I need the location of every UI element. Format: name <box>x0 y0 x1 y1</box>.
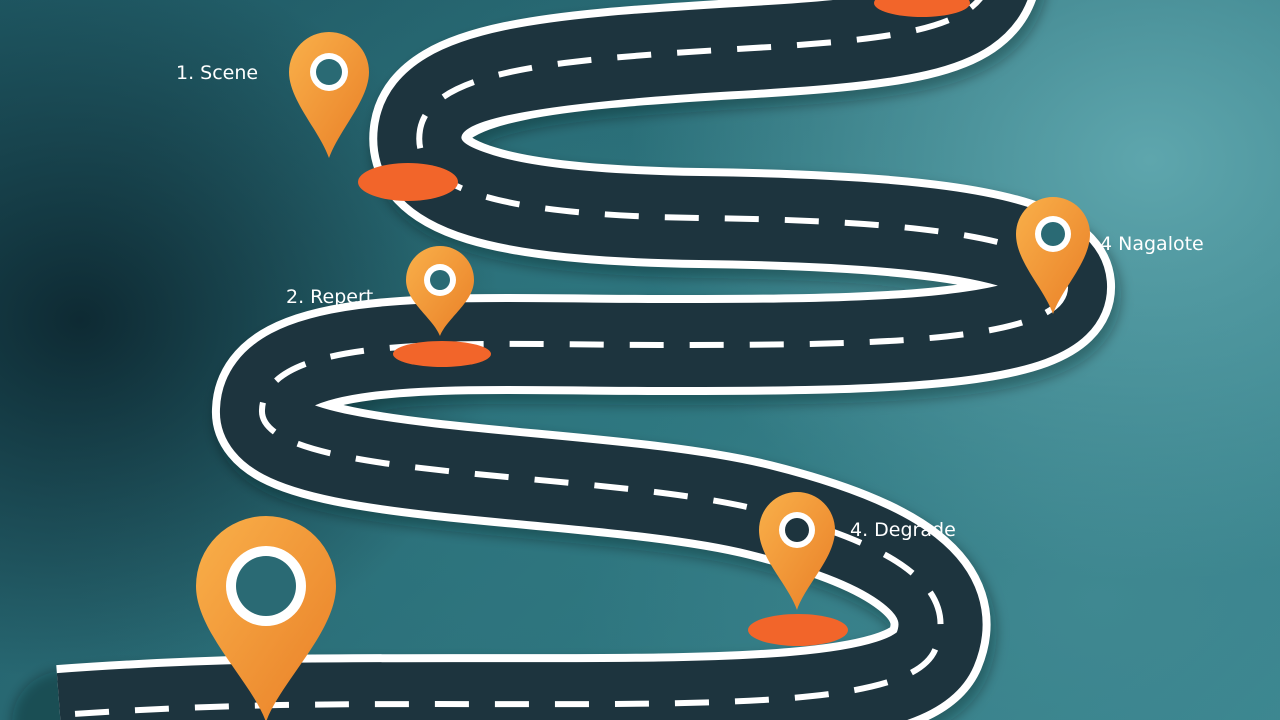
step-label-scene: 1. Scene <box>176 62 258 84</box>
milestone-marker-1 <box>358 163 458 201</box>
map-pin-icon <box>759 492 835 610</box>
map-pin-icon <box>196 516 336 720</box>
step-label-repert: 2. Repert <box>286 286 373 308</box>
map-pin-icon <box>406 246 474 336</box>
milestone-marker-3 <box>748 614 848 646</box>
step-label-degrade: 4. Degrade <box>850 519 956 541</box>
milestone-marker-top <box>874 0 970 17</box>
map-pin-icon <box>1016 197 1090 314</box>
map-pin-icon <box>289 32 369 158</box>
milestone-marker-2 <box>393 341 491 367</box>
step-label-nagalote: 4 Nagalote <box>1100 233 1204 255</box>
